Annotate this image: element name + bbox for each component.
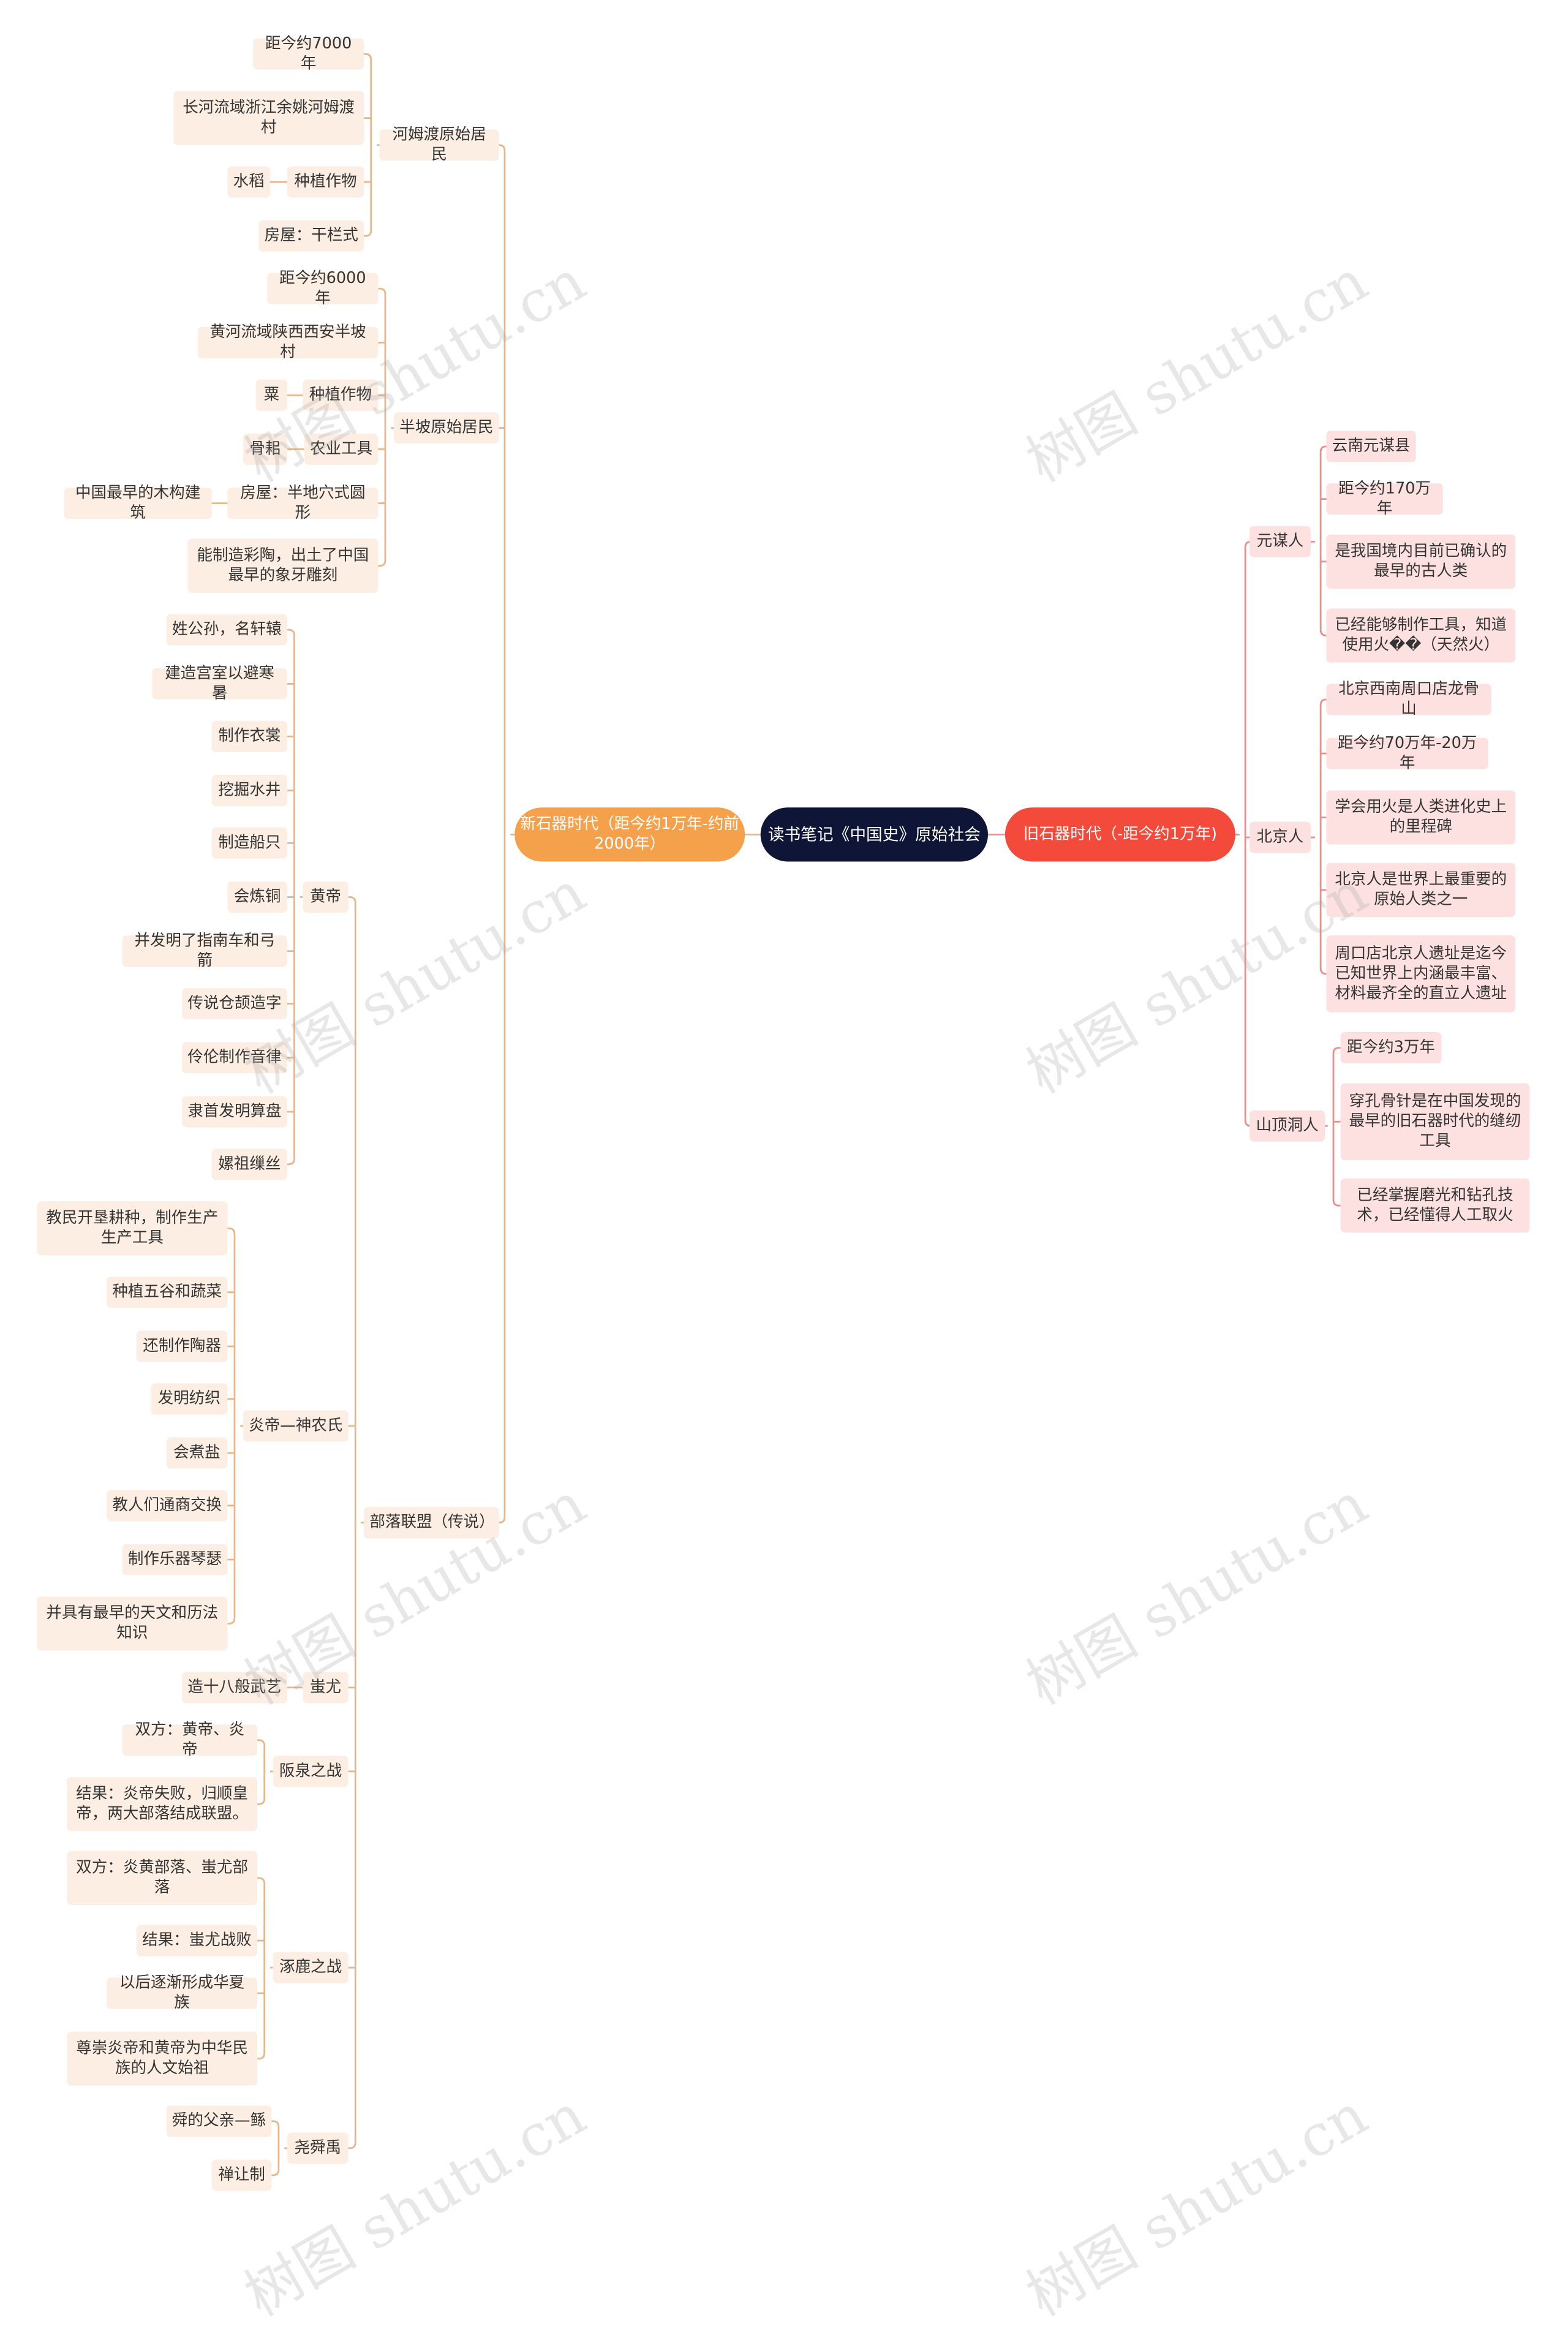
banpo-date[interactable]: 距今约6000年: [267, 269, 379, 307]
beijing-node[interactable]: 北京人: [1250, 821, 1311, 853]
shandingdong-item[interactable]: 穿孔骨针是在中国发现的最早的旧石器时代的缝纫工具: [1340, 1083, 1530, 1160]
connector-line: [364, 145, 372, 237]
hemudu-crop[interactable]: 水稻: [227, 166, 270, 198]
banquan-item[interactable]: 结果：炎帝失败，归顺皇帝，两大部落结成联盟。: [67, 1777, 258, 1832]
yandi-item[interactable]: 教民开垦耕种，制作生产生产工具: [37, 1201, 228, 1256]
connector-line: [348, 1522, 356, 2149]
zhuolu-item[interactable]: 双方：炎黄部落、蚩尤部落: [67, 1851, 258, 1906]
connector-lines: [211, 53, 1341, 2176]
banquan-item[interactable]: 双方：黄帝、炎帝: [122, 1720, 258, 1759]
connector-line: [1244, 540, 1251, 835]
connector-line: [1244, 834, 1251, 1127]
beijing-item[interactable]: 北京西南周口店龙骨山: [1326, 679, 1491, 718]
yandi-item[interactable]: 并具有最早的天文和历法知识: [37, 1596, 228, 1651]
banpo-crop[interactable]: 粟: [255, 379, 287, 411]
chiyou-item[interactable]: 造十八般武艺: [182, 1672, 287, 1704]
yaoshunyu-node[interactable]: 尧舜禹: [287, 2132, 349, 2164]
hemudu-house[interactable]: 房屋：干栏式: [258, 220, 364, 252]
connector-line: [1319, 541, 1327, 636]
shandingdong-node[interactable]: 山顶洞人: [1250, 1110, 1325, 1142]
connector-line: [257, 1968, 266, 2060]
yuanmou-item[interactable]: 是我国境内目前已确认的最早的古人类: [1326, 534, 1516, 589]
connector-line: [378, 287, 386, 428]
connector-line: [499, 144, 506, 835]
beijing-item[interactable]: 距今约70万年-20万年: [1326, 734, 1488, 772]
yuanmou-node[interactable]: 元谋人: [1250, 526, 1311, 557]
huangdi-item[interactable]: 建造宫室以避寒暑: [152, 664, 287, 703]
connector-line: [499, 834, 506, 1524]
yandi-item[interactable]: 发明纺织: [151, 1383, 228, 1415]
shandingdong-item[interactable]: 距今约3万年: [1340, 1032, 1442, 1064]
yandi-item[interactable]: 还制作陶器: [136, 1330, 228, 1362]
connector-line: [271, 2120, 280, 2148]
yandi-node[interactable]: 炎帝—神农氏: [243, 1410, 349, 1442]
zhuolu-item[interactable]: 以后逐渐形成华夏族: [107, 1973, 258, 2012]
connector-line: [348, 896, 356, 1523]
huangdi-item[interactable]: 挖掘水井: [211, 774, 287, 806]
connector-line: [378, 428, 386, 567]
chiyou-node[interactable]: 蚩尤: [303, 1672, 349, 1704]
banpo-pottery[interactable]: 能制造彩陶，出土了中国最早的象牙雕刻: [187, 538, 379, 593]
connector-line: [287, 628, 295, 897]
connector-line: [271, 2148, 280, 2176]
beijing-item[interactable]: 学会用火是人类进化史上的里程碑: [1326, 790, 1516, 845]
zhuolu-node[interactable]: 涿鹿之战: [273, 1952, 349, 1983]
banpo-node[interactable]: 半坡原始居民: [393, 412, 499, 444]
banpo-house[interactable]: 中国最早的木构建筑: [64, 483, 212, 522]
beijing-item[interactable]: 北京人是世界上最重要的原始人类之一: [1326, 862, 1516, 917]
branch-paleolithic[interactable]: 旧石器时代（-距今约1万年): [1005, 807, 1235, 862]
root-node[interactable]: 读书笔记《中国史》原始社会: [760, 807, 989, 862]
banpo-place[interactable]: 黄河流域陕西西安半坡村: [197, 323, 379, 361]
huangdi-item[interactable]: 并发明了指南车和弓箭: [122, 931, 287, 970]
huangdi-item[interactable]: 姓公孙，名轩辕: [166, 614, 287, 646]
connector-line: [227, 1425, 236, 1624]
hemudu-place[interactable]: 长河流域浙江余姚河姆渡村: [173, 91, 364, 145]
connector-line: [257, 1877, 266, 1968]
zhuolu-item[interactable]: 结果：蚩尤战败: [136, 1925, 258, 1957]
huangdi-item[interactable]: 制造船只: [211, 827, 287, 859]
connector-line: [1332, 1126, 1341, 1207]
huangdi-node[interactable]: 黄帝: [303, 881, 349, 913]
huangdi-item[interactable]: 会炼铜: [227, 881, 287, 913]
connector-line: [227, 1227, 236, 1426]
connector-line: [257, 1739, 266, 1772]
yandi-item[interactable]: 教人们通商交换: [107, 1490, 228, 1522]
zhuolu-item[interactable]: 尊崇炎帝和黄帝为中华民族的人文始祖: [67, 2031, 258, 2086]
huangdi-item[interactable]: 制作衣裳: [211, 720, 287, 752]
banpo-tool[interactable]: 骨耜: [243, 433, 287, 465]
huangdi-item[interactable]: 嫘祖缫丝: [211, 1149, 287, 1180]
banpo-house-label[interactable]: 房屋：半地穴式圆形: [227, 483, 379, 522]
yaoshunyu-item[interactable]: 禅让制: [211, 2159, 272, 2191]
hemudu-crop-label[interactable]: 种植作物: [287, 166, 364, 198]
yandi-item[interactable]: 会煮盐: [166, 1437, 228, 1469]
branch-neolithic[interactable]: 新石器时代（距今约1万年-约前2000年）: [514, 807, 745, 862]
tribes-node[interactable]: 部落联盟（传说）: [364, 1507, 499, 1539]
connector-line: [1319, 837, 1327, 975]
yuanmou-item[interactable]: 距今约170万年: [1326, 479, 1443, 518]
huangdi-item[interactable]: 伶伦制作音律: [182, 1042, 287, 1074]
yandi-item[interactable]: 种植五谷和蔬菜: [107, 1277, 228, 1308]
banquan-node[interactable]: 阪泉之战: [273, 1756, 349, 1787]
connector-line: [1319, 445, 1327, 542]
banpo-crop-label[interactable]: 种植作物: [303, 379, 379, 411]
beijing-item[interactable]: 周口店北京人遗址是迄今已知世界上内涵最丰富、材料最齐全的直立人遗址: [1326, 935, 1516, 1013]
yuanmou-item[interactable]: 已经能够制作工具，知道使用火��（天然火）: [1326, 608, 1516, 663]
yaoshunyu-item[interactable]: 舜的父亲—鲧: [166, 2105, 272, 2137]
connector-line: [364, 53, 372, 145]
connector-line: [257, 1771, 266, 1805]
huangdi-item[interactable]: 传说仓颉造字: [182, 988, 287, 1020]
connector-line: [1332, 1047, 1341, 1126]
mind-map-canvas: 读书笔记《中国史》原始社会 新石器时代（距今约1万年-约前2000年） 旧石器时…: [37, 34, 1530, 2330]
banpo-tool-label[interactable]: 农业工具: [304, 433, 379, 465]
yandi-item[interactable]: 制作乐器琴瑟: [122, 1544, 228, 1575]
yuanmou-item[interactable]: 云南元谋县: [1326, 431, 1416, 462]
huangdi-item[interactable]: 隶首发明算盘: [182, 1096, 287, 1128]
hemudu-node[interactable]: 河姆渡原始居民: [379, 125, 499, 164]
connector-line: [1319, 698, 1327, 838]
hemudu-date[interactable]: 距今约7000年: [253, 34, 364, 72]
shandingdong-item[interactable]: 已经掌握磨光和钻孔技术，已经懂得人工取火: [1340, 1179, 1530, 1233]
connector-line: [287, 897, 295, 1166]
